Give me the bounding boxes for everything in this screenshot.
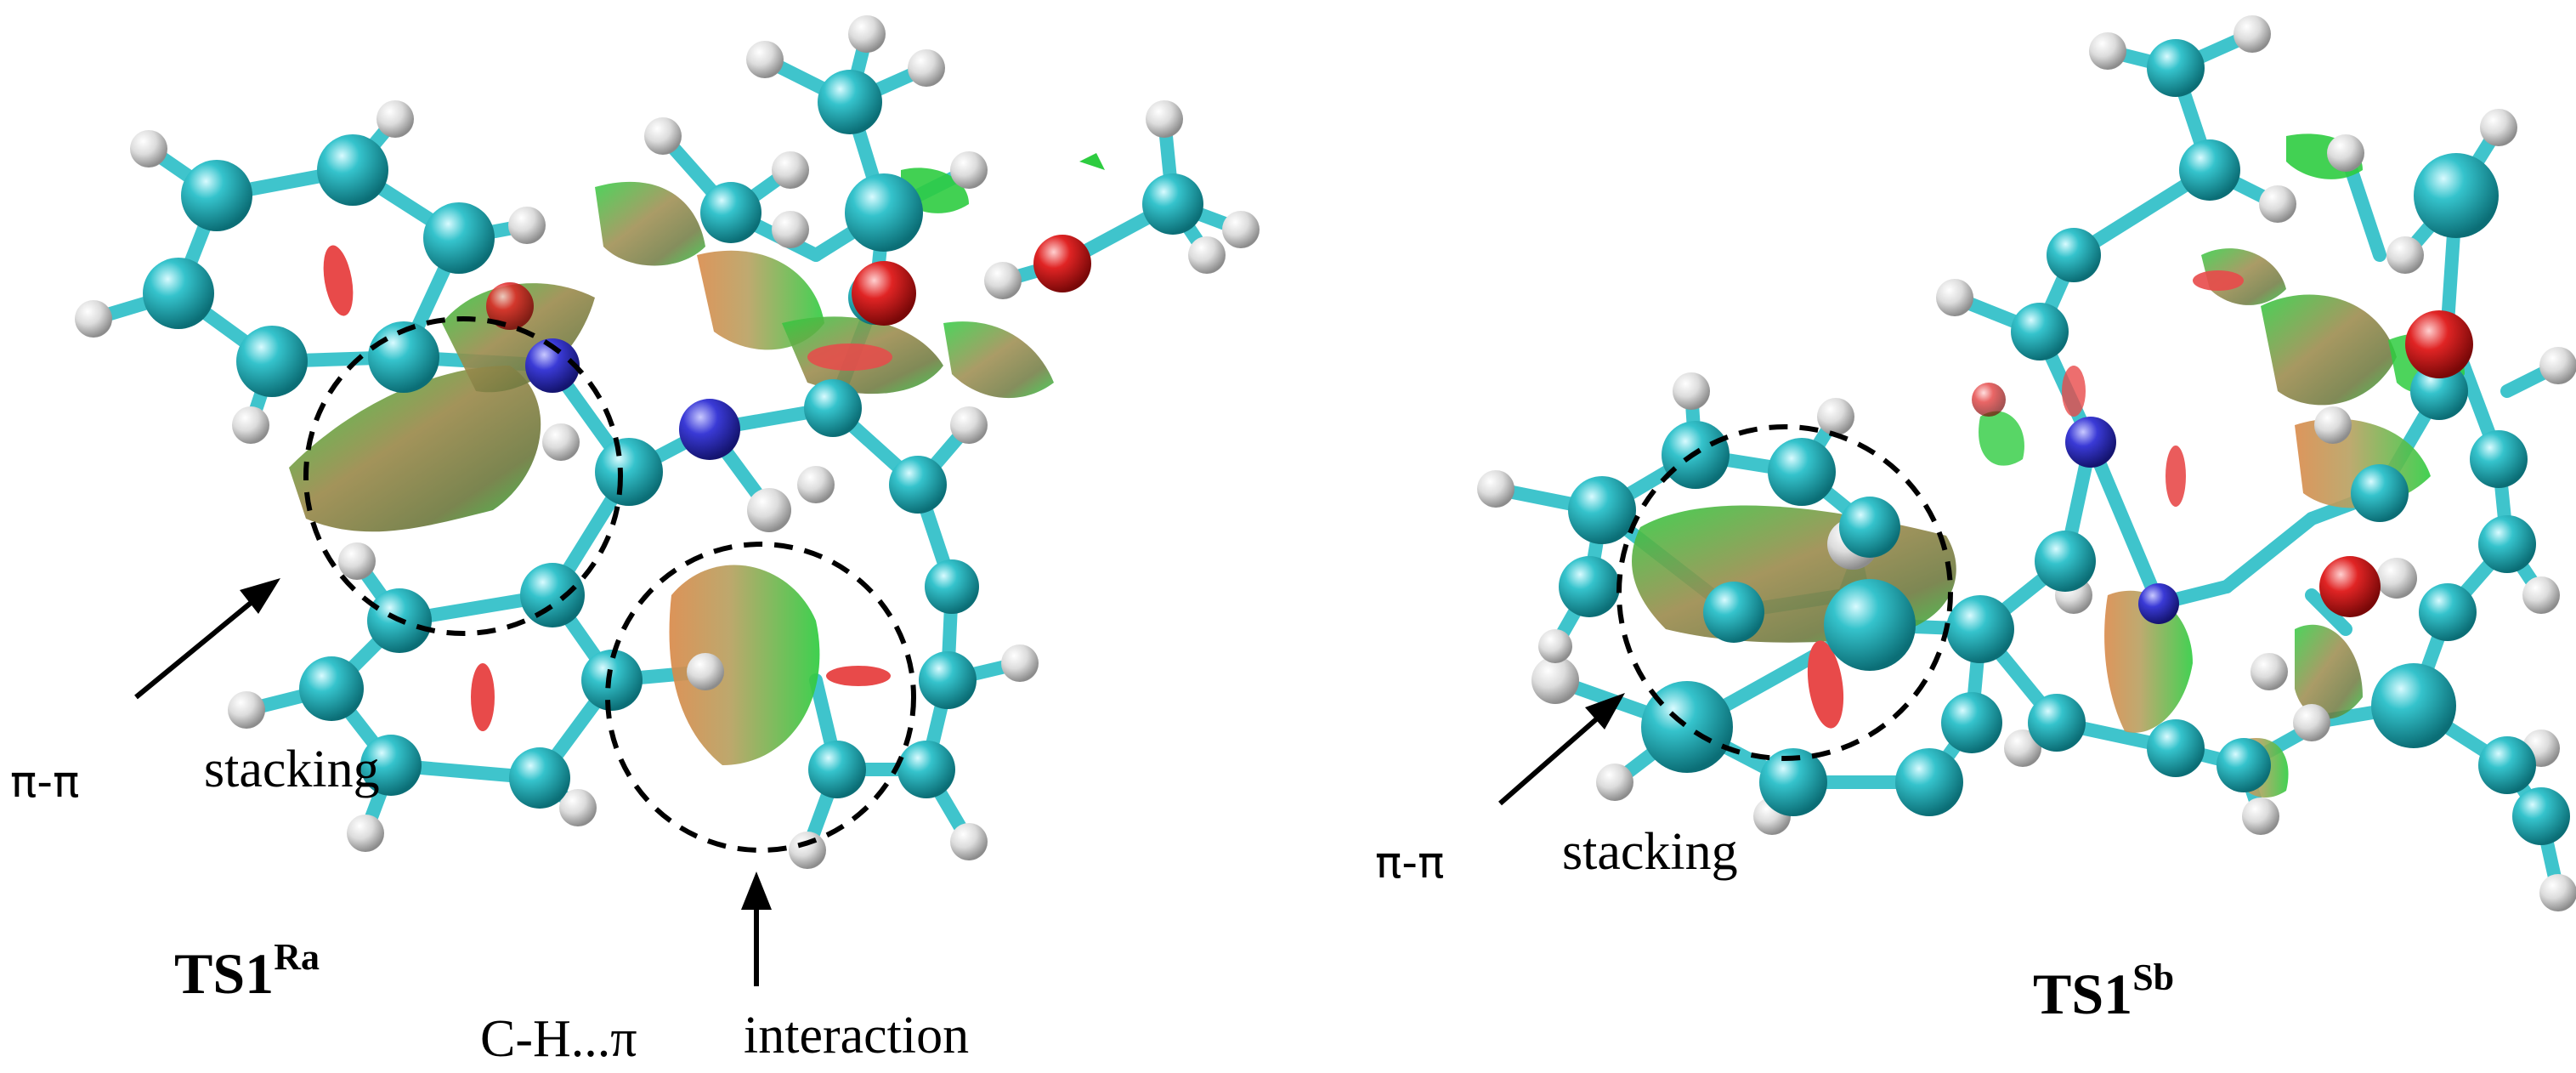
left-arrows [134,578,772,986]
oxygen-atom [1972,383,2006,417]
right-stacking-label: stacking [1562,823,1738,881]
left-stacking-circle [303,316,623,636]
left-structure-name: TS1Ra [174,936,320,1006]
left-bonds [87,27,1248,857]
right-stacking-circle [1616,424,1953,761]
right-arrows [1498,693,1625,806]
right-stacking-pi-label: π-π [1375,837,1444,888]
oxygen-atom [2405,310,2473,378]
right-carbons [1559,39,2570,845]
nitrogen-atom [2138,583,2179,624]
left-nci-surfaces [289,153,1105,765]
left-interaction-label: interaction [744,1007,969,1064]
left-hydrogens [75,15,1260,869]
right-hydrogens [1477,15,2576,911]
left-ch-pi-label: C-H...π [480,1010,637,1068]
nitrogen-atom [679,399,740,460]
oxygen-atom [1033,235,1091,292]
left-molecule: π-π stacking C-H...π interaction TS1Ra [10,15,1260,1068]
nitrogen-atom [525,338,580,393]
left-heteroatoms [486,235,1091,460]
oxygen-atom [852,261,916,326]
left-stacking-label: stacking [204,741,380,798]
left-carbons [143,70,1203,809]
right-molecule: π-π stacking TS1Sb [1375,15,2576,1026]
right-heteroatoms [1972,310,2473,624]
left-stacking-pi-label: π-π [10,757,79,808]
right-structure-name: TS1Sb [2033,957,2174,1026]
left-ch-pi-circle [605,542,916,853]
nitrogen-atom [2065,417,2116,468]
oxygen-atom [486,282,534,330]
oxygen-atom [2319,556,2381,617]
